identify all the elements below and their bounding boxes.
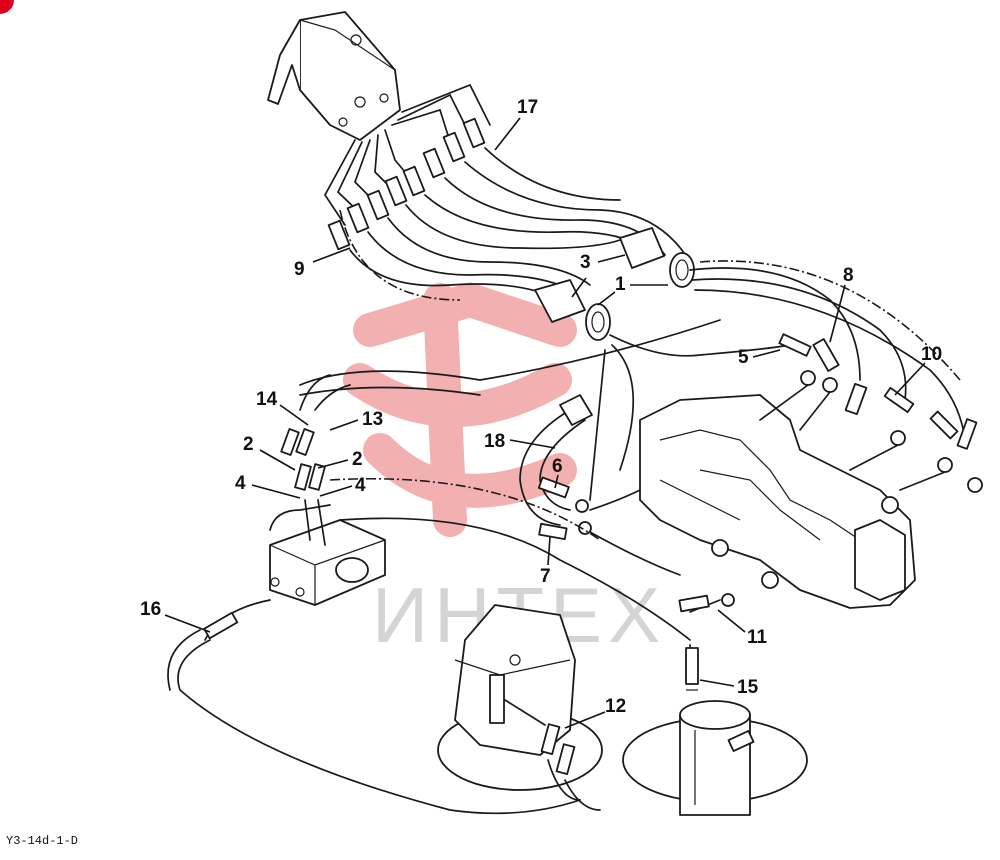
callout-13: 13 xyxy=(362,409,383,430)
clamp-sleeves xyxy=(534,227,695,341)
callout-15: 15 xyxy=(737,677,759,698)
callout-1: 1 xyxy=(615,274,626,295)
callouts: 17 9 3 1 8 10 5 14 13 2 2 4 4 18 6 7 16 … xyxy=(140,97,942,717)
callout-4-right: 4 xyxy=(355,475,366,496)
callout-12: 12 xyxy=(605,696,626,717)
watermark-symbol xyxy=(343,282,577,537)
hose-bundle-upper xyxy=(339,147,691,301)
hose-bundle-right xyxy=(299,260,966,501)
callout-2-left: 2 xyxy=(243,434,254,455)
hose-fittings-top xyxy=(327,117,486,251)
callout-10: 10 xyxy=(921,344,942,365)
callout-16: 16 xyxy=(140,599,161,620)
callout-6: 6 xyxy=(552,456,563,477)
control-valve xyxy=(639,394,916,609)
callout-5: 5 xyxy=(738,347,749,368)
pilot-valve xyxy=(267,11,401,141)
callout-2-right: 2 xyxy=(352,449,363,470)
document-code: Y3-14d-1-D xyxy=(6,834,79,848)
callout-3: 3 xyxy=(580,252,591,273)
hose-loop-18 xyxy=(519,394,681,576)
control-valve-fittings xyxy=(759,333,983,493)
swing-motor xyxy=(437,604,603,811)
callout-14: 14 xyxy=(256,389,278,410)
callout-8: 8 xyxy=(843,265,854,286)
callout-11: 11 xyxy=(747,627,768,648)
callout-7: 7 xyxy=(540,566,551,587)
callout-9: 9 xyxy=(294,259,305,280)
swivel-joint xyxy=(622,647,808,816)
callout-leaders xyxy=(164,117,926,729)
callout-18: 18 xyxy=(484,431,505,452)
return-lines xyxy=(167,477,735,815)
callout-17: 17 xyxy=(517,97,538,118)
callout-4-left: 4 xyxy=(235,473,246,494)
